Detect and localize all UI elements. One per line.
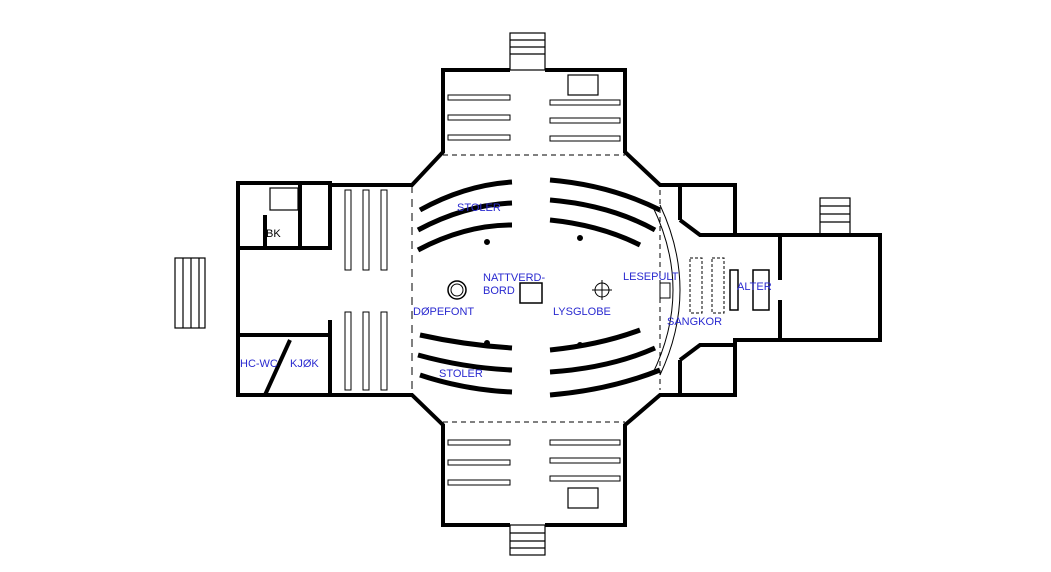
choir-stall [711,257,725,314]
column-marker [577,235,583,241]
stairs [174,32,851,556]
chancel-arc-outer [659,204,681,376]
lectern [659,282,671,299]
label-sangkor: SANGKOR [667,316,723,328]
curved-pews [416,177,662,398]
column-marker [484,340,490,346]
column-marker [577,342,583,348]
baptismal-font [447,280,467,300]
altar-rail [729,269,739,311]
label-nattverdbord-1: NATTVERD- [483,272,546,284]
benches [344,94,621,486]
label-lesepult: LESEPULT [623,271,679,283]
label-dopefont: DØPEFONT [413,306,475,318]
communion-table [519,282,543,304]
altar [752,269,770,311]
label-nattverdbord-2: BORD [483,285,515,297]
outer-walls [236,68,882,527]
label-lysglobe: LYSGLOBE [553,306,611,318]
chancel-arc-inner [651,204,674,376]
column-marker [484,239,490,245]
label-stoler-south: STOLER [439,368,483,380]
label-alter: ALTER [737,281,772,293]
choir-stall [689,257,703,314]
label-stoler-north: STOLER [457,202,501,214]
label-hcwc: HC-WC [240,358,278,370]
baptismal-font-inner [450,283,464,297]
label-kjok: KJØK [290,358,319,370]
label-bk: BK [266,228,281,240]
